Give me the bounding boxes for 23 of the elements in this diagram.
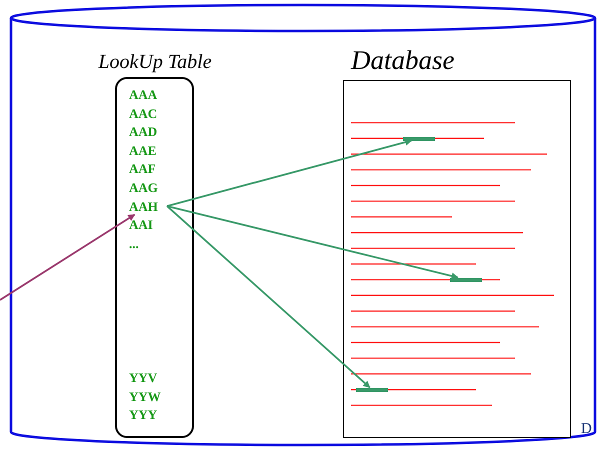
table-key: AAA [129, 86, 167, 103]
table-key: ... [129, 234, 167, 252]
table-key: AAE [129, 142, 167, 159]
page-label: D [581, 420, 592, 439]
arrow [0, 214, 136, 301]
table-key: AAH [129, 198, 167, 215]
table-key: YYW [129, 388, 167, 405]
arrow [166, 138, 412, 207]
table-key: AAC [129, 104, 167, 122]
table-key: AAF [129, 160, 167, 178]
table-key: AAG [129, 179, 167, 196]
arrow [166, 205, 459, 280]
heading: LookUp Table [97, 50, 213, 74]
cylinder [10, 4, 596, 448]
table-key: YYY [129, 406, 167, 424]
highlighted-record [356, 388, 388, 392]
table-key: AAD [129, 123, 167, 140]
highlighted-record [403, 136, 435, 140]
arrow [166, 205, 370, 388]
heading: Database [351, 44, 454, 76]
table-key: YYV [129, 369, 167, 386]
table-key: AAI [129, 216, 167, 234]
highlighted-record [450, 278, 482, 282]
